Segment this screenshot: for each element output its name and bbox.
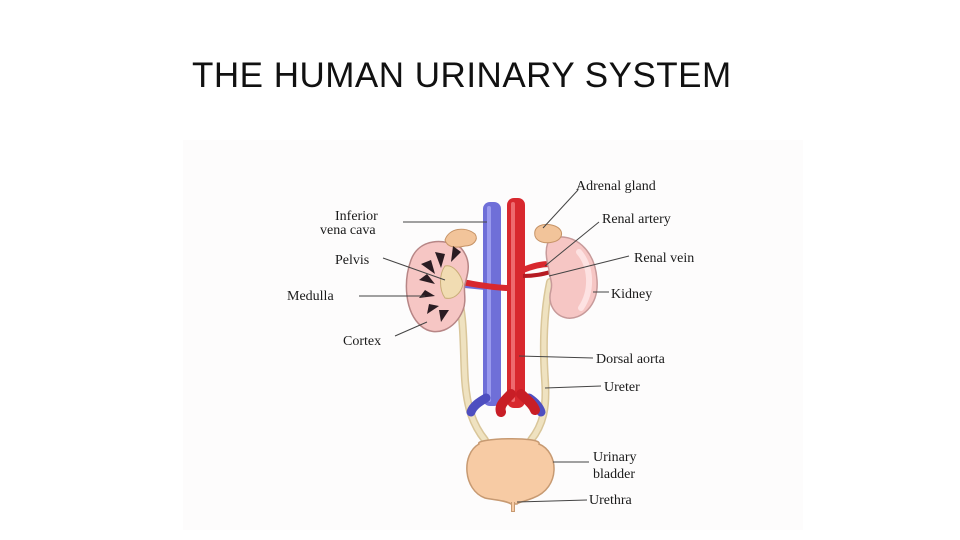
label-renal-vein: Renal vein <box>634 251 694 266</box>
label-adrenal-gland: Adrenal gland <box>576 179 656 194</box>
urinary-system-diagram: Inferior vena cava Pelvis Medulla Cortex… <box>183 140 803 530</box>
medulla-pyramids <box>419 246 461 322</box>
left-iliac-artery <box>495 389 516 417</box>
label-urinary-bladder-2: bladder <box>593 467 635 482</box>
left-iliac-vein <box>466 393 491 417</box>
left-adrenal-gland <box>444 228 477 248</box>
leader-ureter <box>544 385 602 389</box>
right-adrenal-gland <box>534 223 562 244</box>
aorta-highlight <box>511 202 515 402</box>
vena-cava-highlight <box>487 206 491 402</box>
dorsal-aorta <box>507 198 525 408</box>
label-ureter: Ureter <box>604 380 640 395</box>
leader-cortex <box>394 321 428 337</box>
leader-pelvis <box>382 257 446 281</box>
leader-adrenal <box>542 189 579 229</box>
right-kidney-shade <box>576 249 593 311</box>
label-pelvis: Pelvis <box>335 253 369 268</box>
slide-title: THE HUMAN URINARY SYSTEM <box>192 56 732 95</box>
renal-pelvis <box>440 265 464 299</box>
urinary-system-figure: Inferior vena cava Pelvis Medulla Cortex… <box>183 140 803 530</box>
label-dorsal-aorta: Dorsal aorta <box>596 352 666 367</box>
leader-lines <box>359 189 630 503</box>
label-inferior-vena-cava-1: Inferior <box>335 209 378 224</box>
label-medulla: Medulla <box>287 289 334 304</box>
leader-renal-artery <box>544 221 600 267</box>
label-inferior-vena-cava-2: vena cava <box>320 223 376 238</box>
label-kidney: Kidney <box>611 287 652 302</box>
leader-renal-vein <box>548 255 630 277</box>
urinary-bladder <box>466 438 555 505</box>
leader-urethra <box>516 499 588 503</box>
label-urethra: Urethra <box>589 493 633 508</box>
right-iliac-artery <box>516 389 540 415</box>
right-ureter-fill <box>528 279 553 443</box>
leader-dorsal-aorta <box>518 355 594 359</box>
label-cortex: Cortex <box>343 334 381 349</box>
label-renal-artery: Renal artery <box>602 212 671 227</box>
inferior-vena-cava <box>483 202 501 406</box>
label-urinary-bladder-1: Urinary <box>593 450 637 465</box>
